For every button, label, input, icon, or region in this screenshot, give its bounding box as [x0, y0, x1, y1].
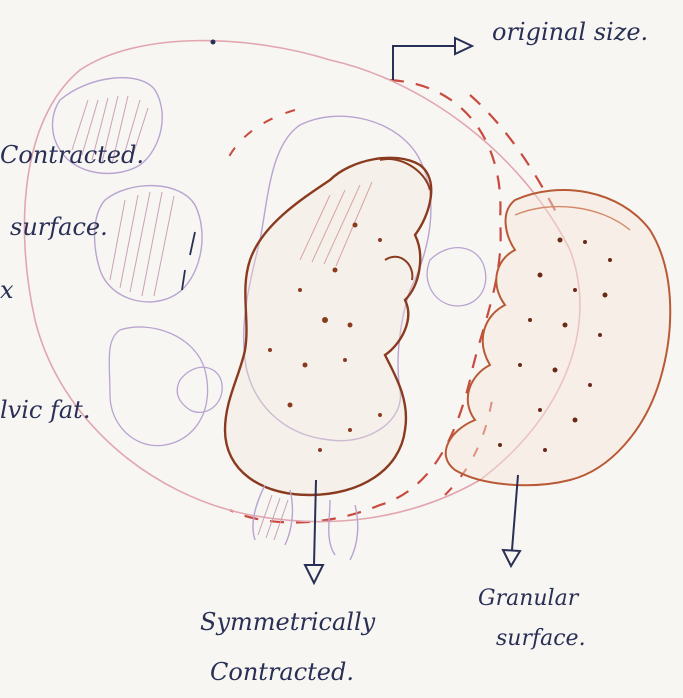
hilum-lobe-left: [177, 367, 222, 412]
arrow-granular-surface: [503, 475, 520, 566]
symmetrically-contracted-kidney: [225, 158, 431, 495]
label-contracted-bottom: Contracted.: [210, 658, 354, 686]
left-lower-lobe: [109, 327, 207, 446]
left-middle-hatching: [110, 192, 174, 296]
label-pelvic-fat: lvic fat.: [0, 396, 90, 424]
label-original-size: original size.: [492, 18, 648, 46]
left-leader-marks: [182, 232, 195, 290]
label-granular: Granular: [478, 586, 580, 611]
ink-dot: [211, 40, 216, 45]
label-cut-x: x: [0, 276, 14, 304]
label-surface-left: surface.: [10, 213, 108, 241]
arrow-original-size: [393, 38, 472, 80]
label-symmetrically: Symmetrically: [200, 608, 376, 636]
hilum-lobe-right: [427, 248, 486, 306]
label-contracted-left: Contracted.: [0, 141, 144, 169]
granular-surface-kidney: [446, 190, 671, 485]
ureter-stub-right: [329, 500, 358, 560]
label-surface-right: surface.: [496, 626, 586, 651]
